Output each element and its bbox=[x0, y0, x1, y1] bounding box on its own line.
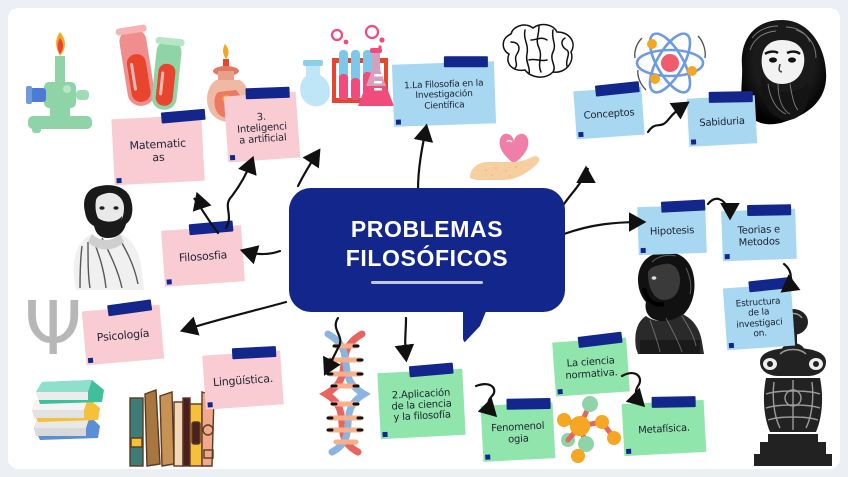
test-tubes-icon bbox=[112, 20, 194, 118]
card-label: Psicología bbox=[96, 327, 150, 345]
card-label: Filososfia bbox=[178, 248, 228, 266]
card-pin bbox=[166, 279, 172, 285]
card-pin bbox=[728, 342, 735, 349]
atom-icon bbox=[630, 24, 710, 102]
books-stack-icon bbox=[28, 374, 110, 450]
card-filosofia-investigacion[interactable]: 1.La Filosofía en la Investigación Cient… bbox=[391, 56, 497, 127]
card-pin bbox=[87, 357, 94, 364]
card-label: Metafísica. bbox=[637, 422, 691, 437]
card-pin bbox=[207, 402, 213, 408]
card-tape bbox=[231, 346, 277, 360]
card-filosofia[interactable]: Filososfia bbox=[161, 220, 245, 287]
card-hipotesis[interactable]: Hipotesis bbox=[637, 199, 707, 256]
dna-helix-icon bbox=[310, 330, 380, 456]
card-label: Hipotesis bbox=[649, 225, 695, 238]
card-tape bbox=[651, 396, 696, 408]
card-tape bbox=[506, 398, 551, 410]
bunsen-burner-icon bbox=[20, 26, 98, 138]
card-tape bbox=[708, 91, 753, 103]
card-tape bbox=[443, 56, 488, 68]
mindmap-canvas: Ψ bbox=[8, 8, 840, 469]
card-tape bbox=[577, 331, 623, 348]
card-conceptos[interactable]: Conceptos bbox=[573, 81, 645, 140]
card-tape bbox=[408, 362, 454, 378]
card-psicologia[interactable]: Psicología bbox=[81, 299, 165, 366]
books-row-icon bbox=[126, 378, 215, 469]
hand-heart-icon bbox=[466, 126, 544, 184]
card-pin bbox=[690, 139, 697, 145]
card-pin bbox=[116, 177, 122, 184]
card-pin bbox=[382, 431, 388, 438]
title-underline bbox=[371, 281, 483, 284]
card-tape bbox=[747, 204, 792, 217]
molecule-icon bbox=[546, 386, 632, 464]
card-tape bbox=[160, 108, 206, 124]
card-label: Sabiduria bbox=[699, 115, 746, 130]
card-metafisica[interactable]: Metafísica. bbox=[621, 396, 707, 457]
card-label: Conceptos bbox=[583, 107, 635, 122]
bust-right-icon bbox=[626, 248, 712, 356]
card-pin bbox=[626, 448, 632, 455]
central-topic-bubble: PROBLEMAS FILOSÓFICOS bbox=[289, 188, 565, 312]
marx-portrait-icon bbox=[732, 18, 832, 126]
card-pin bbox=[395, 119, 402, 125]
ornate-statue-icon bbox=[750, 308, 836, 468]
card-tape bbox=[188, 220, 234, 236]
card-pin bbox=[724, 254, 730, 260]
central-title-line2: FILOSÓFICOS bbox=[345, 245, 509, 271]
card-sabiduria[interactable]: Sabiduria bbox=[686, 91, 758, 147]
card-pin bbox=[485, 454, 491, 460]
central-title-line1: PROBLEMAS bbox=[350, 216, 504, 242]
card-linguistica[interactable]: Lingüística. bbox=[202, 346, 284, 410]
card-tape bbox=[594, 81, 640, 97]
card-tape bbox=[245, 86, 290, 100]
card-tape bbox=[107, 299, 153, 317]
card-pin bbox=[229, 154, 236, 161]
lab-glassware-icon bbox=[296, 20, 404, 116]
card-pin bbox=[578, 131, 584, 138]
brain-icon bbox=[495, 20, 581, 82]
card-pin bbox=[640, 247, 646, 254]
card-tape bbox=[660, 199, 706, 213]
card-pin bbox=[557, 389, 563, 395]
card-label: Lingüística. bbox=[212, 372, 274, 390]
philosopher-bust-icon bbox=[66, 180, 154, 292]
psi-symbol-icon: Ψ bbox=[24, 286, 83, 372]
card-label: 1.La Filosofía en la Investigación Cient… bbox=[403, 78, 484, 112]
card-tape bbox=[748, 276, 794, 293]
